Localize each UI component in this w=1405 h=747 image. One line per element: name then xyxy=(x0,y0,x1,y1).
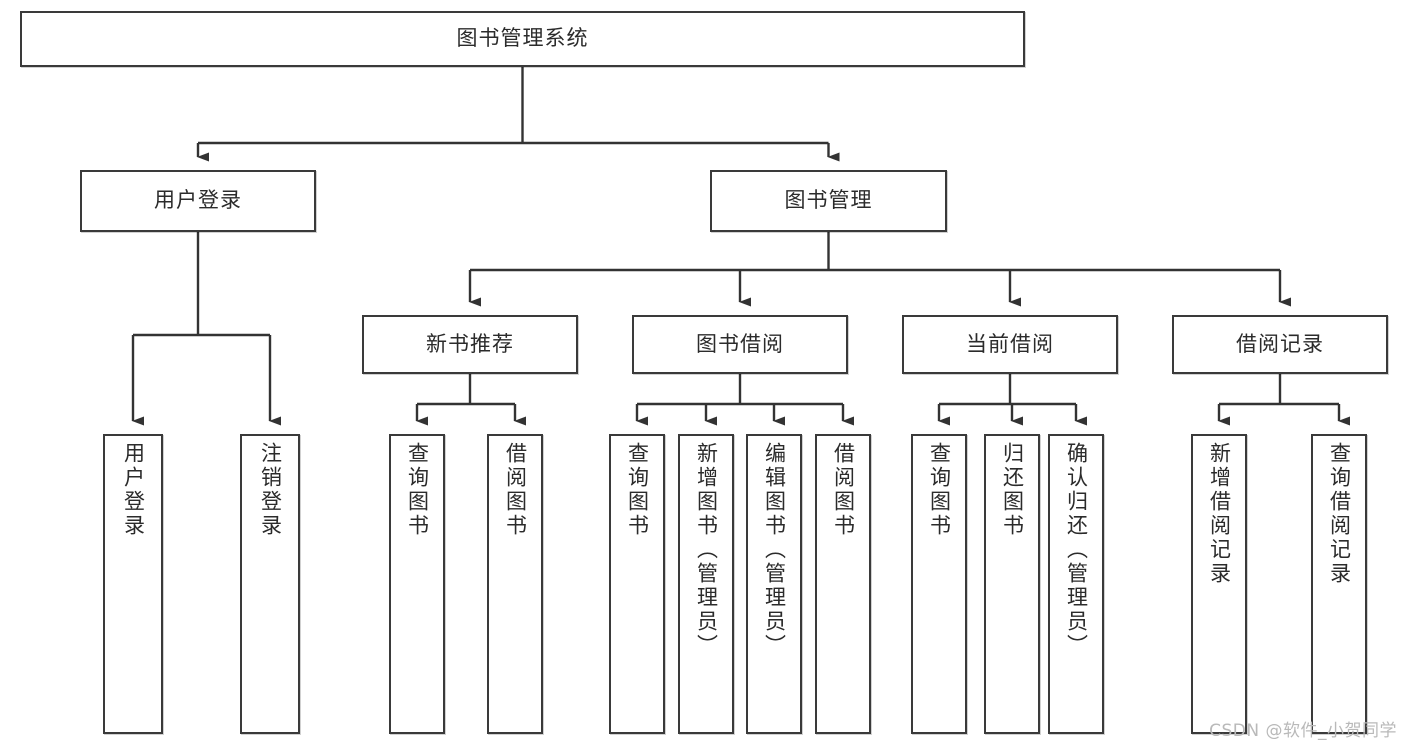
node-label: 当前借阅 xyxy=(966,331,1054,356)
node-leaf-query-book-1[interactable]: 查询图书 xyxy=(389,434,445,734)
node-leaf-query-book-3[interactable]: 查询图书 xyxy=(911,434,967,734)
node-label: 用户登录 xyxy=(154,188,242,213)
node-label: 确认归还（管理员） xyxy=(1064,442,1089,658)
node-leaf-add-record[interactable]: 新增借阅记录 xyxy=(1191,434,1247,734)
node-label: 借阅图书 xyxy=(503,442,528,538)
node-leaf-user-logout[interactable]: 注销登录 xyxy=(240,434,300,734)
node-label: 用户登录 xyxy=(121,442,146,538)
node-label: 新增图书（管理员） xyxy=(694,442,719,658)
node-leaf-confirm-return[interactable]: 确认归还（管理员） xyxy=(1048,434,1104,734)
node-root[interactable]: 图书管理系统 xyxy=(20,11,1025,67)
node-leaf-add-book[interactable]: 新增图书（管理员） xyxy=(678,434,734,734)
node-label: 编辑图书（管理员） xyxy=(762,442,787,658)
node-label: 借阅记录 xyxy=(1236,331,1324,356)
node-leaf-edit-book[interactable]: 编辑图书（管理员） xyxy=(746,434,802,734)
node-label: 新增借阅记录 xyxy=(1207,442,1232,586)
node-leaf-borrow-book-1[interactable]: 借阅图书 xyxy=(487,434,543,734)
node-new-book-rec[interactable]: 新书推荐 xyxy=(362,315,578,374)
node-label: 注销登录 xyxy=(258,442,283,538)
node-leaf-query-record[interactable]: 查询借阅记录 xyxy=(1311,434,1367,734)
node-label: 图书管理系统 xyxy=(456,26,589,51)
node-label: 新书推荐 xyxy=(426,331,514,356)
node-user-login[interactable]: 用户登录 xyxy=(80,170,316,232)
node-book-borrow[interactable]: 图书借阅 xyxy=(632,315,848,374)
node-book-manage[interactable]: 图书管理 xyxy=(710,170,947,232)
node-borrow-record[interactable]: 借阅记录 xyxy=(1172,315,1388,374)
node-label: 图书管理 xyxy=(784,188,873,213)
watermark-text: CSDN @软件_小贺同学 xyxy=(1209,721,1397,741)
node-label: 查询图书 xyxy=(405,442,430,538)
node-leaf-return-book[interactable]: 归还图书 xyxy=(984,434,1040,734)
node-label: 归还图书 xyxy=(1000,442,1025,538)
node-current-borrow[interactable]: 当前借阅 xyxy=(902,315,1118,374)
node-leaf-query-book-2[interactable]: 查询图书 xyxy=(609,434,665,734)
node-label: 图书借阅 xyxy=(696,331,784,356)
node-leaf-user-login[interactable]: 用户登录 xyxy=(103,434,163,734)
node-leaf-borrow-book-2[interactable]: 借阅图书 xyxy=(815,434,871,734)
node-label: 查询图书 xyxy=(625,442,650,538)
node-label: 查询图书 xyxy=(927,442,952,538)
node-label: 借阅图书 xyxy=(831,442,856,538)
node-label: 查询借阅记录 xyxy=(1327,442,1352,586)
